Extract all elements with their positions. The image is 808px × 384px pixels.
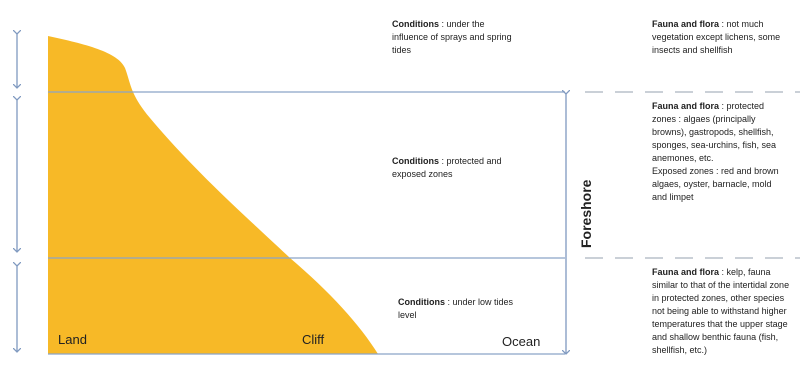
foreshore-label: Foreshore bbox=[578, 179, 594, 248]
conditions-top: Conditions : under the influence of spra… bbox=[392, 18, 512, 57]
conditions-middle: Conditions : protected and exposed zones bbox=[392, 155, 512, 181]
conditions-middle-text: : protected and exposed zones bbox=[392, 156, 502, 179]
fauna-bottom-text: : kelp, fauna similar to that of the int… bbox=[652, 267, 790, 355]
fauna-bottom-prefix: Fauna and flora bbox=[652, 267, 720, 277]
cliff-shape bbox=[48, 36, 378, 354]
conditions-bottom-prefix: Conditions bbox=[398, 297, 445, 307]
fauna-top-text: : not much vegetation except lichens, so… bbox=[652, 19, 781, 55]
fauna-top: Fauna and flora : not much vegetation ex… bbox=[652, 18, 790, 57]
conditions-top-prefix: Conditions bbox=[392, 19, 439, 29]
conditions-bottom-text: : under low tides level bbox=[398, 297, 514, 320]
conditions-middle-prefix: Conditions bbox=[392, 156, 439, 166]
fauna-bottom: Fauna and flora : kelp, fauna similar to… bbox=[652, 266, 790, 357]
fauna-middle-text: : protected zones : algaes (principally … bbox=[652, 101, 777, 163]
fauna-middle-exposed: Exposed zones : red and brown algaes, oy… bbox=[652, 166, 779, 202]
conditions-top-text: : under the influence of sprays and spri… bbox=[392, 19, 512, 55]
land-label: Land bbox=[58, 332, 87, 347]
cliff-label: Cliff bbox=[302, 332, 325, 347]
fauna-middle-prefix: Fauna and flora bbox=[652, 101, 720, 111]
fauna-top-prefix: Fauna and flora bbox=[652, 19, 720, 29]
ocean-label: Ocean bbox=[502, 334, 541, 349]
conditions-bottom: Conditions : under low tides level bbox=[398, 296, 518, 322]
fauna-middle: Fauna and flora : protected zones : alga… bbox=[652, 100, 784, 204]
